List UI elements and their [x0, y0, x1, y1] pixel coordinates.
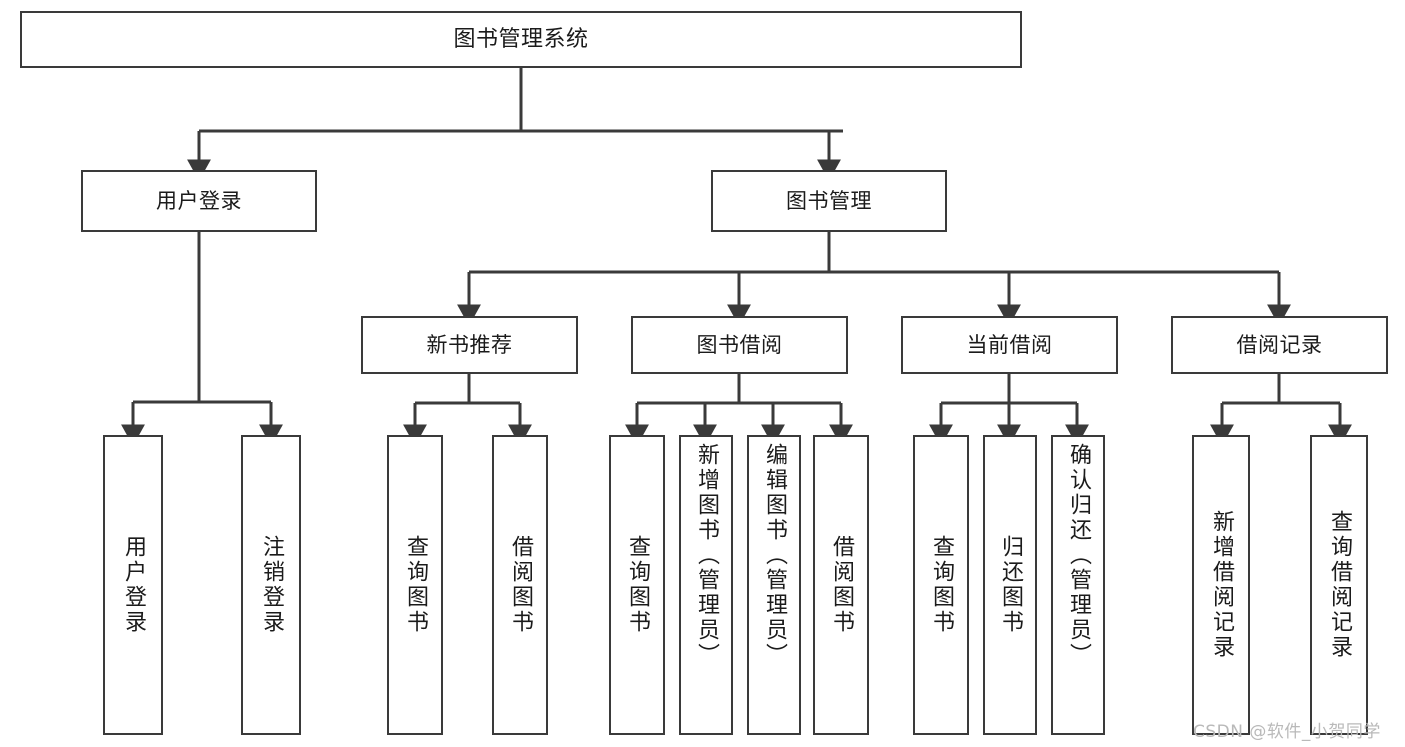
csdn-watermark: CSDN @软件_小贺同学	[1193, 722, 1381, 742]
leaf-user-logout[interactable]: 注销登录	[241, 435, 301, 735]
leaf-return-book[interactable]: 归还图书	[983, 435, 1037, 735]
leaf-borrow-book-1[interactable]: 借阅图书	[492, 435, 548, 735]
node-label: 归还图书	[998, 535, 1023, 635]
node-root-system[interactable]: 图书管理系统	[20, 11, 1022, 68]
node-label: 注销登录	[259, 535, 284, 635]
node-current-borrow[interactable]: 当前借阅	[901, 316, 1118, 374]
node-user-login[interactable]: 用户登录	[81, 170, 317, 232]
node-label: 图书借阅	[696, 332, 783, 357]
node-label: 图书管理	[786, 188, 872, 213]
node-label: 借阅图书	[829, 535, 854, 635]
leaf-add-book-admin[interactable]: 新增图书（管理员）	[679, 435, 733, 735]
node-book-manage[interactable]: 图书管理	[711, 170, 947, 232]
leaf-edit-book-admin[interactable]: 编辑图书（管理员）	[747, 435, 801, 735]
leaf-add-borrow-record[interactable]: 新增借阅记录	[1192, 435, 1250, 735]
node-label: 用户登录	[121, 535, 146, 635]
node-label: 图书管理系统	[453, 26, 589, 52]
node-book-borrow[interactable]: 图书借阅	[631, 316, 848, 374]
leaf-query-book-1[interactable]: 查询图书	[387, 435, 443, 735]
node-label: 确认归还（管理员）	[1066, 443, 1091, 668]
node-label: 当前借阅	[966, 332, 1053, 357]
leaf-borrow-book-2[interactable]: 借阅图书	[813, 435, 869, 735]
leaf-user-login[interactable]: 用户登录	[103, 435, 163, 735]
node-label: 查询借阅记录	[1327, 510, 1352, 660]
leaf-query-book-3[interactable]: 查询图书	[913, 435, 969, 735]
node-borrow-record[interactable]: 借阅记录	[1171, 316, 1388, 374]
node-label: 查询图书	[403, 535, 428, 635]
node-label: 编辑图书（管理员）	[762, 443, 787, 668]
node-label: 新书推荐	[426, 332, 513, 357]
node-label: 查询图书	[929, 535, 954, 635]
node-label: 借阅记录	[1236, 332, 1323, 357]
node-label: 新增图书（管理员）	[694, 443, 719, 668]
node-label: 借阅图书	[508, 535, 533, 635]
leaf-query-book-2[interactable]: 查询图书	[609, 435, 665, 735]
node-label: 新增借阅记录	[1209, 510, 1234, 660]
node-label: 查询图书	[625, 535, 650, 635]
leaf-confirm-return-admin[interactable]: 确认归还（管理员）	[1051, 435, 1105, 735]
leaf-query-borrow-record[interactable]: 查询借阅记录	[1310, 435, 1368, 735]
node-label: 用户登录	[156, 188, 242, 213]
node-new-book-recommend[interactable]: 新书推荐	[361, 316, 578, 374]
